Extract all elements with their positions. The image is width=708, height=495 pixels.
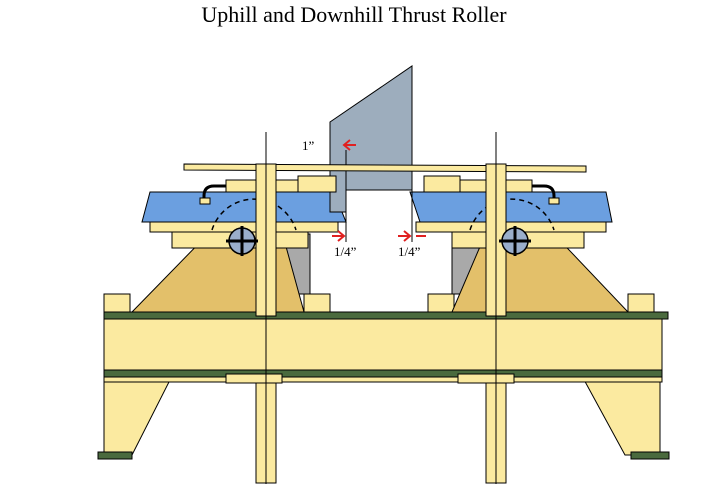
left-roller-plate bbox=[141, 191, 347, 223]
left-pivot-arc bbox=[211, 198, 297, 231]
right-gap-label: 1/4” bbox=[398, 244, 421, 259]
right-lower-leg bbox=[581, 375, 661, 456]
right-gusset-inner bbox=[427, 293, 455, 313]
left-gap-arrow bbox=[332, 230, 346, 242]
rail bbox=[329, 65, 413, 213]
top-guide-bar bbox=[183, 163, 587, 173]
left-piston bbox=[297, 175, 337, 193]
left-hose bbox=[202, 184, 226, 202]
left-foot-plate bbox=[97, 451, 133, 460]
top-gap-arrow bbox=[342, 139, 356, 151]
left-hose-fitting bbox=[199, 197, 211, 205]
diagram-title: Uphill and Downhill Thrust Roller bbox=[201, 2, 507, 27]
right-gusset-outer bbox=[627, 293, 655, 313]
right-hose-fitting bbox=[548, 197, 560, 205]
left-gap-label: 1/4” bbox=[334, 244, 357, 259]
left-lower-leg bbox=[103, 375, 173, 456]
left-gusset-inner bbox=[303, 293, 331, 313]
main-beam-web bbox=[103, 317, 663, 375]
main-beam-top-flange bbox=[103, 311, 669, 320]
right-piston bbox=[423, 175, 461, 193]
left-gusset-outer bbox=[103, 293, 131, 313]
main-beam-bottom-flange bbox=[103, 369, 663, 378]
right-pivot-arc bbox=[469, 198, 555, 231]
right-post-cap bbox=[457, 373, 515, 384]
right-roller-plate bbox=[409, 191, 613, 223]
right-foot-plate bbox=[630, 451, 670, 460]
left-post-cap bbox=[225, 373, 283, 384]
right-hose bbox=[532, 184, 556, 202]
right-gap-arrow bbox=[398, 230, 412, 242]
top-gap-label: 1” bbox=[302, 138, 315, 153]
